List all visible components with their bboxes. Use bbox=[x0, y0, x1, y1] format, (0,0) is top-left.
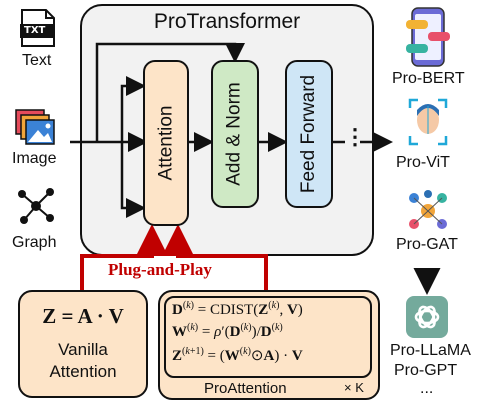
proattention-equation-2: W(k) = ρ′(D(k))/D(k) bbox=[172, 322, 283, 340]
proattention-inner-box bbox=[164, 296, 372, 378]
vanilla-attention-box bbox=[18, 290, 148, 398]
output-label-bert: Pro-BERT bbox=[392, 70, 465, 87]
chat-app-icon bbox=[404, 6, 452, 73]
proattention-label: ProAttention bbox=[204, 380, 287, 397]
vanilla-label-line1: Vanilla bbox=[58, 340, 108, 359]
output-label-gpt: Pro-GPT bbox=[394, 362, 458, 379]
proattention-equation-1: D(k) = CDIST(Z(k), V) bbox=[172, 300, 303, 318]
openai-logo-icon bbox=[406, 296, 448, 343]
attention-label: Attention bbox=[155, 105, 176, 181]
image-stack-icon bbox=[14, 108, 58, 153]
protransformer-title: ProTransformer bbox=[153, 10, 301, 33]
plug-arrow-right bbox=[162, 224, 268, 290]
attention-branch bbox=[120, 76, 146, 142]
add-norm-block: Add & Norm bbox=[211, 60, 259, 208]
residual-connection bbox=[95, 42, 245, 142]
input-label-text: Text bbox=[22, 52, 52, 69]
people-network-icon bbox=[406, 190, 450, 237]
plug-and-play-label: Plug-and-Play bbox=[108, 260, 212, 279]
text-file-icon: TXT bbox=[18, 8, 58, 53]
vanilla-label-line2: Attention bbox=[49, 362, 117, 381]
plug-arrow-left bbox=[80, 224, 168, 290]
face-scan-icon bbox=[406, 96, 450, 153]
repeat-k-label: × K bbox=[344, 380, 364, 395]
input-label-graph: Graph bbox=[12, 234, 57, 251]
graph-network-icon bbox=[16, 186, 56, 231]
ellipsis-dots: ⋮ bbox=[344, 124, 366, 149]
add-norm-label: Add & Norm bbox=[224, 82, 246, 186]
vanilla-equation: Z = A · V bbox=[42, 304, 124, 328]
output-label-more: ... bbox=[420, 380, 434, 397]
output-label-llama: Pro-LLaMA bbox=[390, 342, 471, 359]
attention-branch bbox=[120, 142, 146, 218]
output-label-vit: Pro-ViT bbox=[396, 154, 450, 171]
output-label-gat: Pro-GAT bbox=[396, 236, 458, 253]
proattention-equation-3: Z(k+1) = (W(k)⊙A) · V bbox=[172, 346, 303, 364]
feed-forward-block: Feed Forward bbox=[285, 60, 333, 208]
feed-forward-label: Feed Forward bbox=[298, 74, 319, 194]
attention-block: Attention bbox=[143, 60, 189, 226]
text-file-badge: TXT bbox=[24, 25, 46, 36]
input-label-image: Image bbox=[12, 150, 57, 167]
